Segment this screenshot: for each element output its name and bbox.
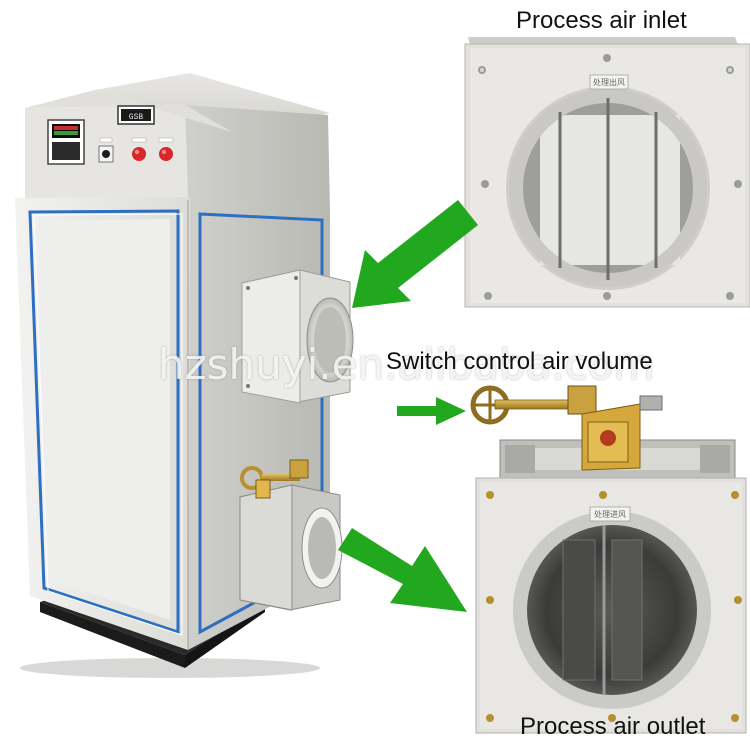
watermark-text: hzshuyi.en.alibaba.com	[158, 340, 655, 389]
switch-control-air-volume-label: Switch control air volume	[386, 348, 653, 375]
display-readout: GSB	[129, 113, 144, 122]
red-button-left	[131, 137, 147, 161]
cabinet-outlet-duct	[239, 459, 343, 611]
digital-display: GSB	[117, 105, 155, 125]
temperature-controller	[47, 119, 85, 165]
arrow-left-down-icon	[338, 528, 467, 612]
inlet-detail-panel: 处理出风	[464, 37, 750, 308]
cabinet-inlet-duct	[241, 269, 354, 404]
control-switch	[98, 137, 114, 163]
outlet-detail-panel: 处理进风	[475, 439, 747, 734]
red-button-right	[158, 137, 174, 161]
process-air-outlet-label: Process air outlet	[520, 713, 706, 740]
inlet-plate-text: 处理出风	[593, 77, 625, 87]
air-volume-valve	[470, 385, 663, 471]
arrow-right-icon	[397, 397, 466, 425]
outlet-plate-text: 处理进风	[594, 509, 626, 519]
process-air-inlet-label: Process air inlet	[516, 7, 687, 34]
arrow-right-down-icon	[352, 200, 478, 308]
